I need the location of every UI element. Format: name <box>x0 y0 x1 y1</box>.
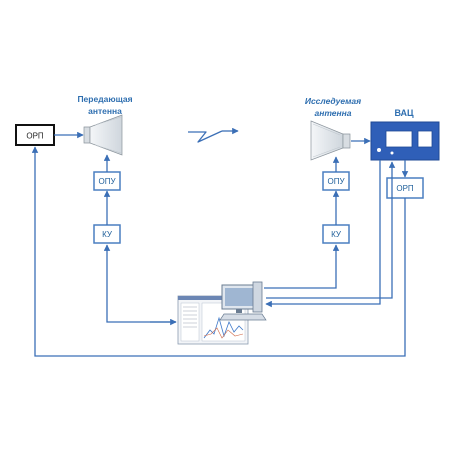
opu-left-label: ОПУ <box>98 177 116 186</box>
vac-label: ВАЦ <box>394 108 414 118</box>
orp-left-box: ОРП <box>15 124 55 146</box>
computer-icon <box>177 281 267 345</box>
transmit-antenna-label-line2: антенна <box>88 106 122 116</box>
opu-right-label: ОПУ <box>327 177 345 186</box>
opu-right-box: ОПУ <box>322 171 350 191</box>
opu-left-box: ОПУ <box>93 171 121 191</box>
ku-right-box: КУ <box>322 224 350 244</box>
orp-right-box: ОРП <box>386 177 424 199</box>
test-antenna-label-line2: антенна <box>314 108 351 118</box>
vector-network-analyzer-icon <box>370 121 440 161</box>
ku-left-label: КУ <box>102 230 113 239</box>
ku-left-box: КУ <box>93 224 121 244</box>
wireless-signal-icon <box>188 130 223 143</box>
horn-antenna-icon <box>83 114 123 156</box>
connection-lines <box>31 131 409 357</box>
transmit-antenna-label-line1: Передающая <box>77 94 132 104</box>
orp-left-label: ОРП <box>26 132 44 141</box>
orp-right-label: ОРП <box>396 184 414 193</box>
horn-antenna-icon <box>310 120 351 161</box>
test-antenna-label-line1: Исследуемая <box>305 96 361 106</box>
ku-right-label: КУ <box>331 230 342 239</box>
